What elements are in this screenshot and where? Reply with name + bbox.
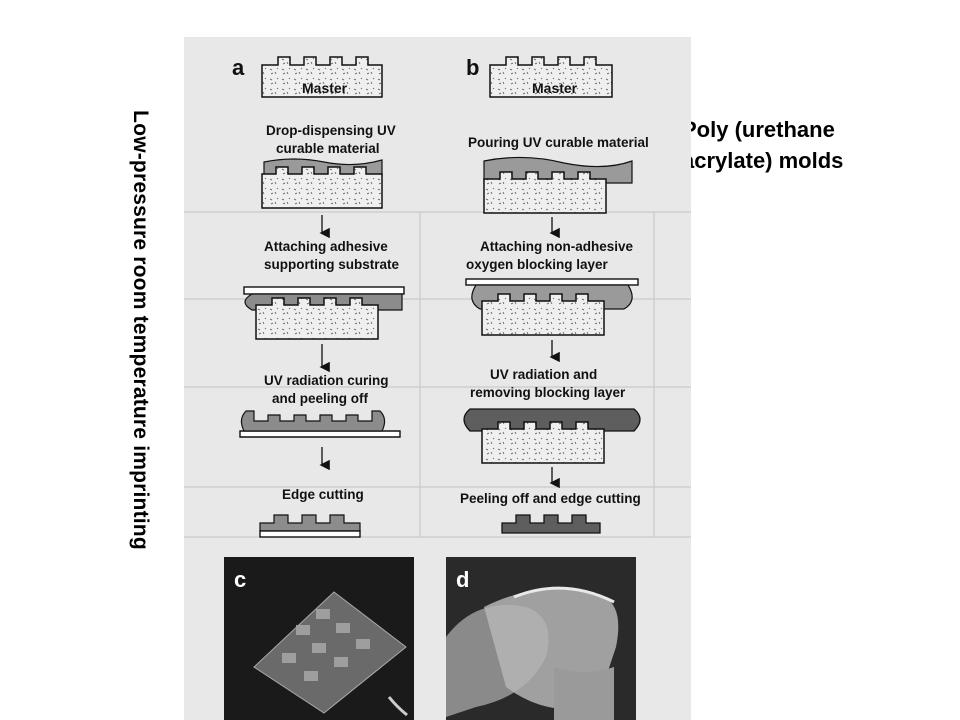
- photo-c: c: [224, 557, 414, 720]
- b-step2-line2: oxygen blocking layer: [466, 257, 609, 272]
- a-step2-line1: Attaching adhesive: [264, 239, 388, 254]
- a-step1-line2: curable material: [276, 141, 380, 156]
- side-caption-line2: acrylate) molds: [682, 148, 844, 173]
- master-a-label: Master: [302, 80, 348, 96]
- photo-d: d: [446, 557, 636, 720]
- a-step1-line1: Drop-dispensing UV: [266, 123, 396, 138]
- master-a-shape: [261, 56, 383, 98]
- b-step3-line2: removing blocking layer: [470, 385, 626, 400]
- b-step1-resin: [483, 156, 633, 184]
- process-diagram: a Master Drop-dispensing UV curable mate…: [184, 55, 691, 720]
- a-step4-line1: Edge cutting: [282, 487, 364, 502]
- b-step4-mold: [501, 514, 601, 534]
- panel-b-letter: b: [466, 55, 479, 80]
- a-step2-line2: supporting substrate: [264, 257, 399, 272]
- b-step2-blocking-layer: [465, 278, 639, 286]
- ghost-table: [184, 211, 691, 538]
- panel-a-letter: a: [232, 55, 245, 80]
- b-step3-master: [481, 421, 605, 464]
- a-step1-master: [261, 166, 383, 209]
- b-step2-line1: Attaching non-adhesive: [480, 239, 634, 254]
- a-step1-resin: [263, 158, 383, 177]
- b-step4-line1: Peeling off and edge cutting: [460, 491, 641, 506]
- master-b-label: Master: [532, 80, 578, 96]
- a-step4-substrate: [259, 530, 361, 538]
- a-step4-mold: [259, 514, 361, 532]
- a-step3-substrate: [239, 430, 401, 438]
- b-step2-master: [481, 293, 605, 336]
- a-step3-line1: UV radiation curing: [264, 373, 389, 388]
- scanned-figure: a Master Drop-dispensing UV curable mate…: [184, 37, 691, 720]
- master-b-shape: [489, 56, 613, 98]
- a-step2-master: [255, 297, 379, 340]
- a-step3-line2: and peeling off: [272, 391, 369, 406]
- b-step1-master: [483, 171, 607, 214]
- vertical-title: Low-pressure room temperature imprinting: [110, 50, 170, 610]
- panel-d-letter: d: [456, 567, 469, 592]
- b-step3-line1: UV radiation and: [490, 367, 597, 382]
- a-step2-substrate: [243, 286, 405, 295]
- vertical-title-text: Low-pressure room temperature imprinting: [129, 110, 152, 550]
- side-caption: Poly (urethane acrylate) molds: [682, 114, 843, 176]
- panel-c-letter: c: [234, 567, 246, 592]
- a-step3-mold: [240, 410, 386, 432]
- b-step1-line1: Pouring UV curable material: [468, 135, 649, 150]
- side-caption-line1: Poly (urethane: [682, 117, 835, 142]
